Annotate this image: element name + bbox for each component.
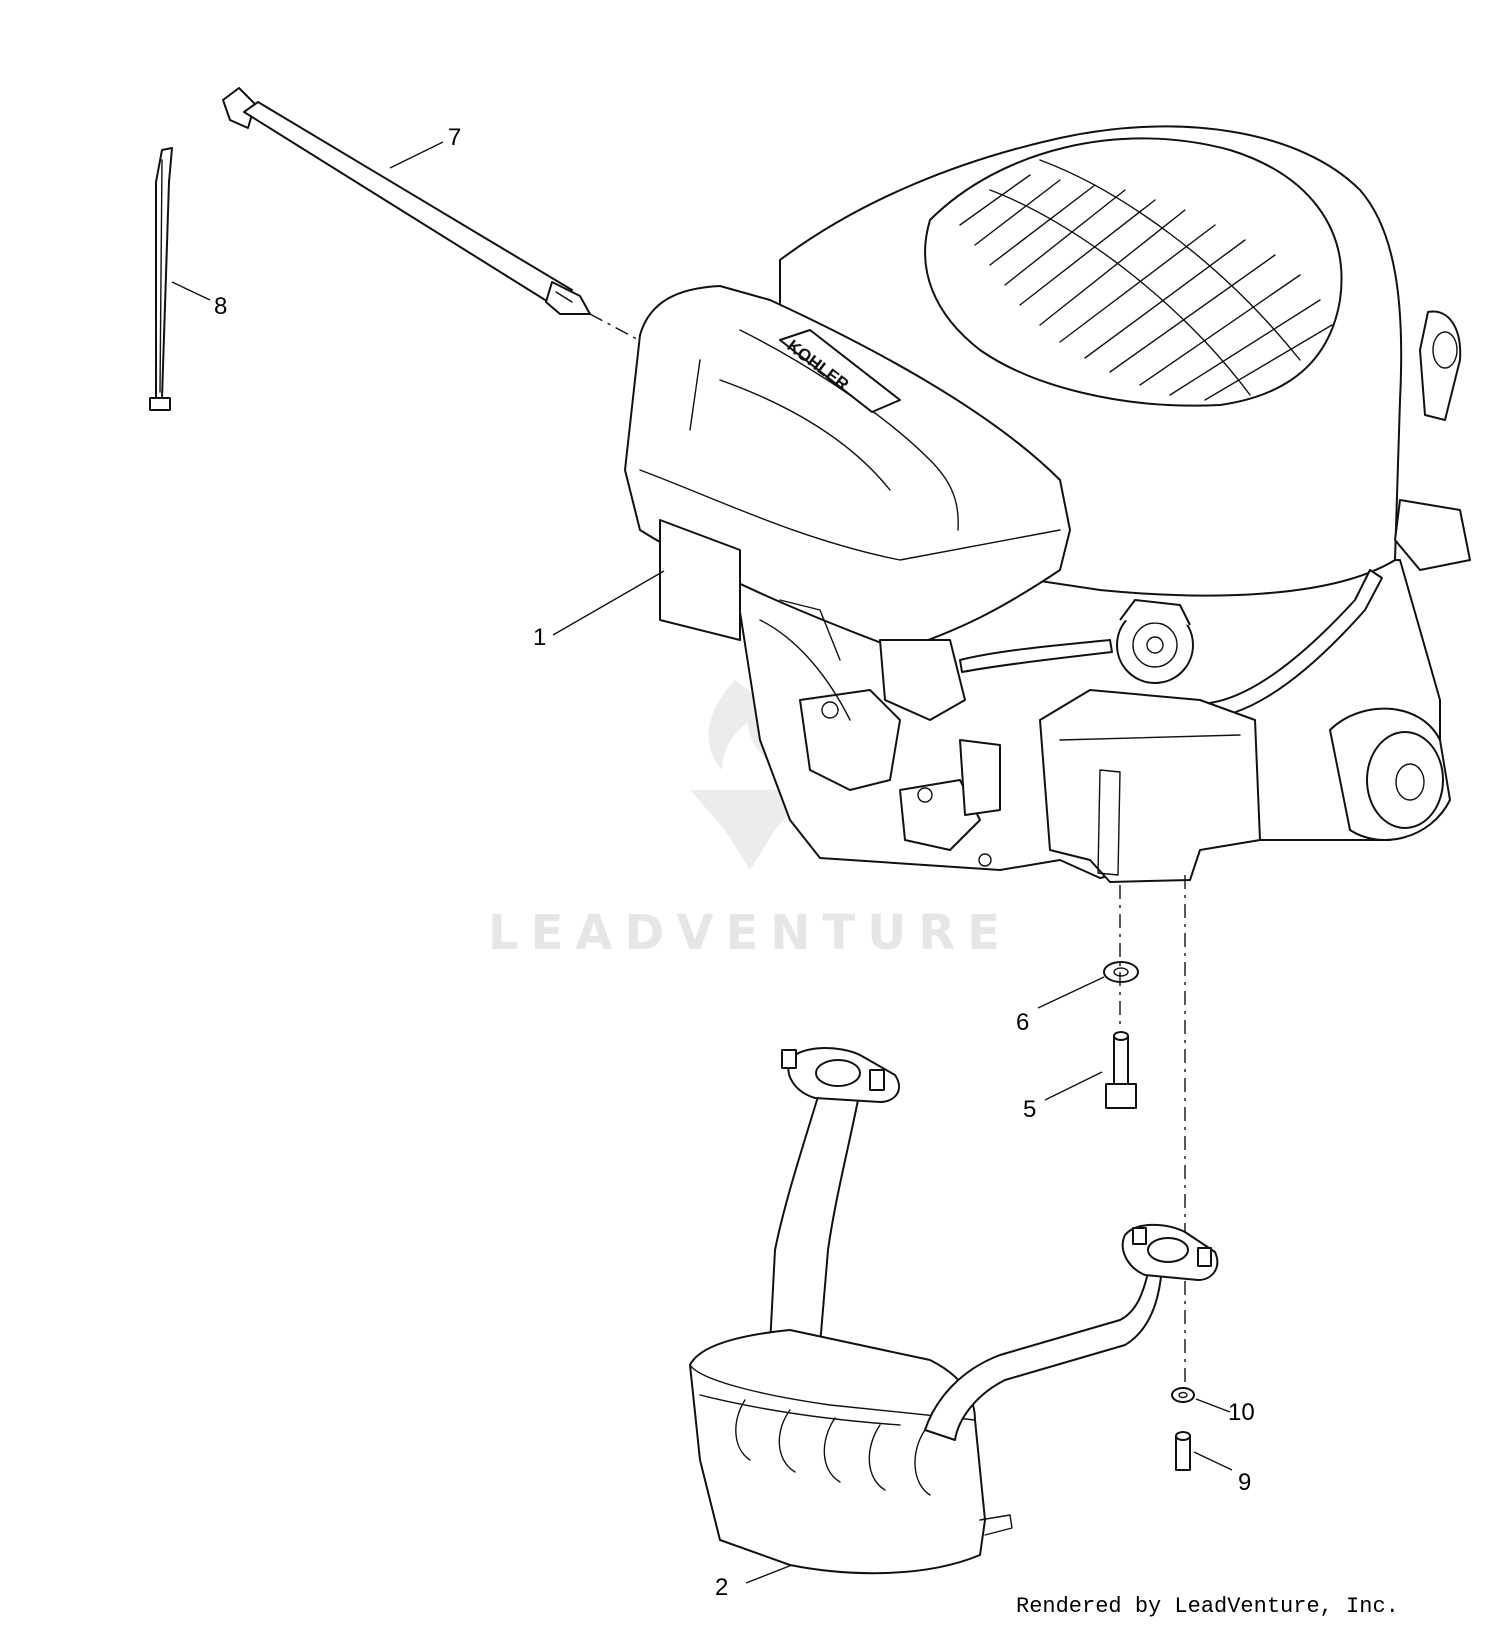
render-credit: Rendered by LeadVenture, Inc. [1016,1594,1399,1619]
part-6-washer[interactable] [1103,961,1139,983]
fuel-pump [1116,599,1194,684]
part-2-muffler[interactable] [689,1047,1219,1575]
part-7-centerline [589,313,651,347]
callout-6[interactable]: 6 [1016,1009,1029,1036]
leader-2 [745,1564,793,1584]
leader-9 [1193,1451,1233,1471]
leader-7 [389,141,444,169]
callout-9[interactable]: 9 [1238,1469,1251,1496]
part-10-washer[interactable] [1171,1387,1195,1403]
callout-8[interactable]: 8 [214,293,227,320]
leader-8 [171,281,211,301]
watermark-text: LEADVENTURE [488,905,1012,961]
part-5-bolt[interactable] [1105,1031,1137,1109]
carburetor-linkage [759,599,1001,867]
callout-7[interactable]: 7 [448,124,461,151]
part-9-bolt[interactable] [1175,1431,1191,1471]
leader-10 [1195,1398,1231,1413]
oil-filter [1329,707,1451,841]
grille-slots [959,159,1333,401]
part-8-cable-tie[interactable] [149,147,173,411]
callout-2[interactable]: 2 [715,1574,728,1601]
leader-6 [1037,976,1105,1009]
callout-5[interactable]: 5 [1023,1096,1036,1123]
leader-5 [1044,1071,1103,1101]
leader-1 [552,570,665,636]
part-7-dipstick-tube[interactable] [222,87,591,315]
muffler-ribs [735,1399,931,1496]
callout-1[interactable]: 1 [533,624,546,651]
callout-10[interactable]: 10 [1228,1399,1255,1426]
part-1-engine[interactable]: KOHLER [624,125,1471,883]
